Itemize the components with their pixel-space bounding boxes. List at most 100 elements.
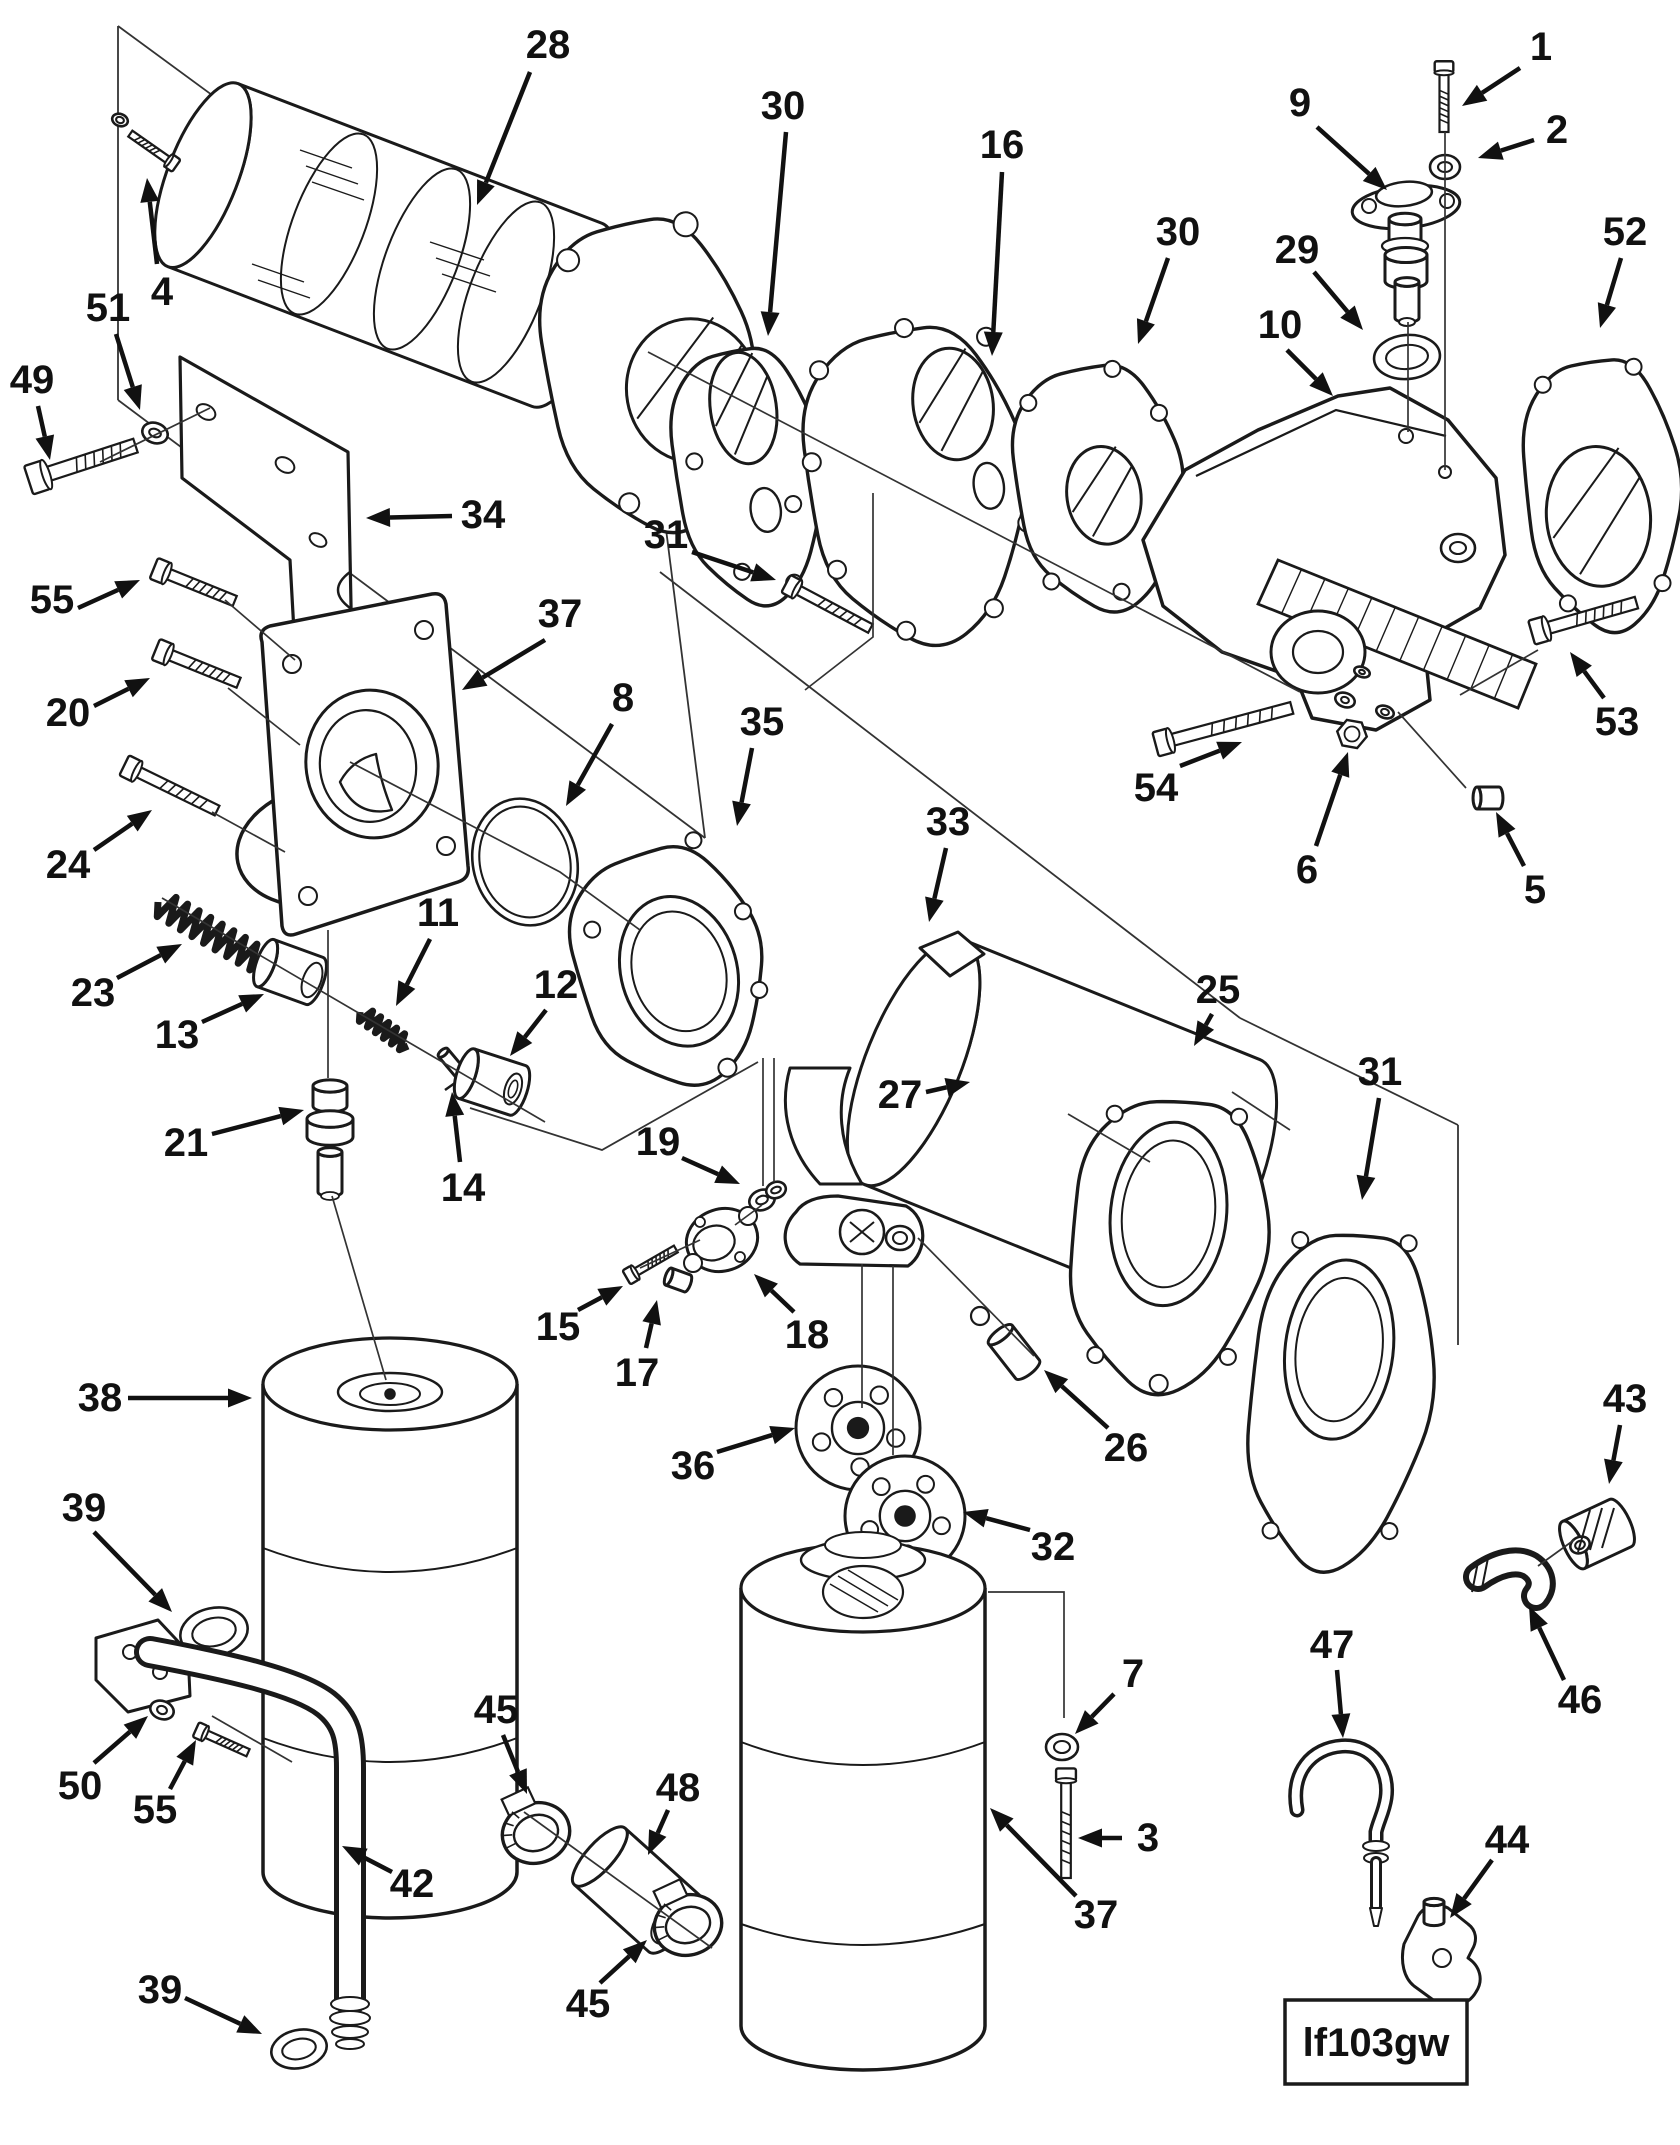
callout-50: 50 — [58, 1716, 148, 1808]
part-bolt-48 — [23, 437, 140, 496]
callout-25: 25 — [1194, 968, 1240, 1046]
callout-14: 14 — [441, 1092, 486, 1210]
part-ring-92 — [764, 1180, 788, 1200]
callout-8: 8 — [566, 676, 634, 806]
callout-number-50: 50 — [58, 1764, 103, 1808]
callout-number-45: 45 — [566, 1982, 611, 2026]
callout-number-15: 15 — [536, 1305, 581, 1349]
assembly-axis — [1537, 1539, 1575, 1567]
callout-number-46: 46 — [1558, 1678, 1603, 1722]
callout-45: 45 — [474, 1688, 527, 1794]
callout-37: 37 — [990, 1808, 1118, 1937]
part-bolt-51 — [151, 638, 243, 690]
panel-line — [659, 571, 1241, 1019]
part-ellipse-56 — [318, 709, 418, 823]
assembly-axis — [523, 1811, 713, 1949]
part-circle-23 — [1398, 428, 1414, 444]
assembly-axis — [1231, 1091, 1291, 1131]
part-gasket-15 — [669, 346, 826, 608]
part-ellipse-44 — [195, 403, 217, 421]
callout-28: 28 — [477, 23, 570, 205]
assembly-axis — [224, 599, 296, 661]
callout-4: 4 — [140, 178, 174, 314]
part-path-57 — [338, 752, 394, 813]
part-bolt-153 — [192, 1721, 252, 1758]
part-gasket-63 — [567, 831, 769, 1087]
part-circle-95 — [694, 1216, 706, 1228]
part-line-137 — [1589, 1507, 1603, 1551]
callout-11: 11 — [396, 891, 459, 1006]
callout-5: 5 — [1496, 812, 1546, 912]
assembly-axis — [1067, 1113, 1151, 1163]
part-line-136 — [1577, 1509, 1591, 1553]
part-circle-101 — [969, 1305, 991, 1327]
part-vcyl-115 — [739, 1542, 987, 2072]
callout-number-3: 3 — [1137, 1816, 1159, 1860]
part-cyl-134 — [1558, 1497, 1636, 1571]
callout-31: 31 — [644, 513, 776, 582]
callout-number-37: 37 — [1074, 1893, 1119, 1937]
callout-number-31: 31 — [644, 513, 689, 557]
part-cyl-37 — [1393, 276, 1421, 324]
callout-39: 39 — [138, 1968, 262, 2034]
part-circle-59 — [414, 620, 434, 640]
callout-number-55: 55 — [30, 578, 75, 622]
part-ring-124 — [1044, 1732, 1080, 1762]
part-ellipse-127 — [1362, 1840, 1390, 1852]
part-ellipse-148 — [329, 2010, 371, 2026]
part-clamp-157 — [652, 1877, 724, 1958]
callout-53: 53 — [1570, 652, 1639, 744]
callout-16: 16 — [980, 123, 1024, 356]
part-ellipse-80 — [507, 1079, 519, 1099]
part-line-10 — [251, 263, 305, 283]
callout-21: 21 — [164, 1106, 304, 1165]
callout-48: 48 — [648, 1766, 700, 1855]
part-ellipse-21 — [1269, 609, 1367, 695]
part-gasket-89 — [1068, 1099, 1271, 1397]
callout-20: 20 — [46, 678, 150, 735]
part-circle-96 — [734, 1251, 746, 1263]
callout-number-39: 39 — [138, 1968, 183, 2012]
assembly-axis — [734, 1204, 763, 1226]
figure-id-box: lf103gw — [1283, 1998, 1469, 2086]
assembly-axis — [227, 687, 301, 746]
callout-number-1: 1 — [1530, 25, 1552, 69]
callout-number-48: 48 — [656, 1766, 701, 1810]
part-ellipse-149 — [331, 2025, 369, 2039]
callout-number-54: 54 — [1134, 766, 1179, 810]
part-line-4 — [299, 149, 353, 169]
callout-number-30: 30 — [1156, 210, 1201, 254]
callout-29: 29 — [1275, 228, 1363, 330]
part-ellipse-150 — [335, 2038, 365, 2050]
assembly-axis — [1397, 711, 1467, 789]
assembly-axis — [639, 1239, 701, 1269]
callout-number-31: 31 — [1358, 1050, 1403, 1094]
callout-44: 44 — [1450, 1818, 1530, 1918]
part-bolt-39 — [1433, 60, 1455, 134]
part-bolt-65 — [1527, 595, 1640, 646]
callout-number-51: 51 — [86, 286, 131, 330]
part-circle-60 — [436, 836, 456, 856]
part-line-121 — [829, 1583, 879, 1613]
callout-31: 31 — [1356, 1050, 1403, 1200]
part-ring-27 — [1374, 704, 1396, 720]
callout-46: 46 — [1529, 1606, 1602, 1722]
callout-2: 2 — [1478, 108, 1568, 160]
callout-number-18: 18 — [785, 1313, 830, 1357]
part-clamp-154 — [500, 1785, 572, 1866]
callout-38: 38 — [78, 1376, 252, 1420]
assembly-axis — [161, 897, 546, 1123]
part-bolt-52 — [118, 754, 221, 817]
part-bolt-66 — [1151, 700, 1295, 758]
part-cyl-105 — [316, 1146, 344, 1198]
callout-number-4: 4 — [151, 270, 174, 314]
part-ring-25 — [1439, 532, 1477, 564]
part-ellipse-31 — [1374, 180, 1434, 208]
part-line-6 — [311, 181, 365, 201]
callout-number-43: 43 — [1603, 1377, 1648, 1421]
part-circle-32 — [1361, 198, 1377, 214]
part-path-130 — [1369, 1907, 1383, 1927]
part-gasket-29 — [1521, 357, 1680, 635]
callout-number-24: 24 — [46, 843, 91, 887]
